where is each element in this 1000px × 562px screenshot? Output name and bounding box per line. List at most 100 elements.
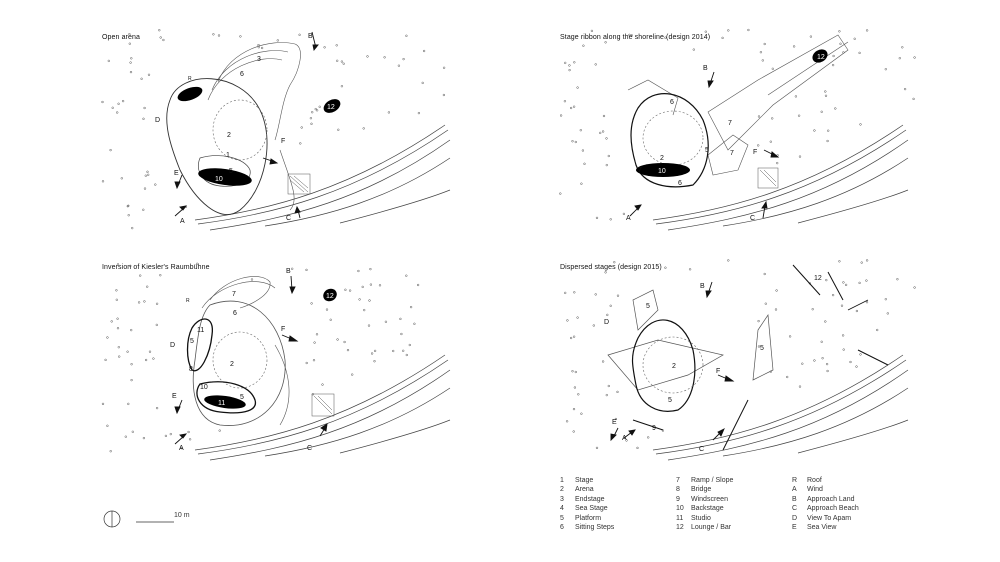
vegetation-dot: [311, 111, 314, 114]
vegetation-dot: [581, 149, 585, 152]
vegetation-dot: [337, 128, 340, 131]
label-10: 10: [215, 176, 223, 183]
vegetation-dot: [771, 67, 774, 70]
lounge-black: [323, 288, 337, 302]
vegetation-dot: [595, 216, 599, 220]
label-C: C: [699, 446, 704, 453]
vegetation-dot: [313, 341, 316, 344]
arena-outline: [631, 319, 704, 412]
vegetation-dot: [291, 267, 294, 270]
label-3: 3: [257, 56, 261, 63]
vegetation-dot: [117, 102, 120, 105]
vegetation-dot: [747, 28, 750, 32]
windscreens: [632, 399, 749, 451]
vegetation-dot: [614, 417, 618, 421]
vegetation-dot: [628, 33, 631, 37]
vegetation-dot: [212, 33, 215, 36]
label-7b: 7: [730, 150, 734, 157]
vegetation-dot: [348, 289, 352, 292]
vegetation-dot: [824, 94, 828, 97]
vegetation-dot: [142, 436, 146, 440]
vegetation-dot: [568, 64, 571, 67]
vegetation-dot: [146, 170, 149, 173]
vegetation-dot: [131, 430, 134, 433]
vegetation-dot: [315, 333, 319, 336]
vegetation-dot: [776, 161, 779, 165]
label-7a: 7: [728, 120, 732, 127]
vegetation-dot: [594, 63, 597, 66]
vegetation-dot: [162, 38, 165, 42]
vegetation-dot: [399, 317, 402, 321]
label-C: C: [307, 445, 312, 452]
plan-stage-ribbon: 12 6 7 7 5 2 7 10 6 B F A C: [559, 28, 916, 231]
label-11b: 11: [218, 400, 225, 407]
plan-open-arena: 3 6 2 1 5 10 12 D E A F B C R: [101, 29, 451, 231]
vegetation-dots: [101, 262, 420, 453]
vegetation-dot: [573, 386, 577, 389]
vegetation-dot: [362, 127, 365, 130]
vegetation-dot: [583, 162, 586, 165]
vegetation-dot: [321, 383, 324, 386]
vegetation-dot: [594, 293, 597, 296]
vegetation-dot: [116, 111, 119, 114]
vegetation-dot: [146, 285, 149, 288]
vegetation-dot: [599, 131, 602, 135]
vegetation-dot: [314, 107, 317, 111]
vegetation-dot: [688, 268, 692, 271]
vegetation-dot: [409, 305, 413, 309]
vegetation-dot: [884, 298, 887, 301]
vegetation-dot: [115, 298, 118, 301]
vegetation-dot: [336, 338, 339, 341]
vegetation-dot: [786, 375, 789, 379]
vegetation-dot: [143, 300, 146, 303]
label-6b: 6: [678, 180, 682, 187]
vegetation-dot: [884, 68, 887, 71]
vegetation-dot: [590, 29, 594, 33]
vegetation-dot: [574, 140, 577, 144]
vegetation-dot: [250, 278, 254, 281]
vegetation-dot: [158, 29, 161, 32]
vegetation-dot: [239, 35, 242, 38]
vegetation-dot: [616, 294, 620, 297]
vegetation-dot: [769, 140, 772, 143]
vegetation-dot: [142, 117, 145, 120]
shoreline: [194, 124, 451, 231]
vegetation-dot: [704, 30, 707, 33]
vegetation-dot: [152, 357, 155, 360]
label-B: B: [308, 33, 313, 40]
vegetation-dot: [564, 291, 567, 295]
label-6: 6: [670, 99, 674, 106]
vegetation-dot: [613, 261, 616, 264]
label-2: 2: [672, 363, 676, 370]
vegetation-dot: [217, 34, 221, 37]
label-2: 2: [227, 132, 231, 139]
vegetation-dot: [106, 424, 109, 427]
vegetation-dot: [831, 63, 835, 67]
vegetation-dot: [335, 44, 338, 47]
vegetation-dot: [116, 327, 120, 330]
vegetation-dot: [853, 37, 856, 40]
vegetation-dot: [127, 214, 130, 217]
vegetation-dot: [373, 360, 376, 363]
vegetation-dot: [604, 271, 607, 274]
vegetation-dot: [913, 56, 916, 59]
label-10: 10: [658, 168, 666, 175]
vegetation-dot: [568, 68, 571, 72]
vegetation-dot: [346, 348, 350, 352]
vegetation-dot: [834, 107, 837, 110]
vegetation-dot: [727, 29, 730, 32]
vegetation-dot: [366, 55, 369, 58]
vegetation-dot: [312, 359, 316, 362]
vegetation-dot: [416, 283, 420, 287]
label-6: 6: [233, 310, 237, 317]
vegetation-dot: [859, 353, 862, 356]
vegetation-dot: [801, 362, 804, 365]
label-F: F: [716, 368, 720, 375]
label-D: D: [170, 342, 175, 349]
vegetation-dot: [727, 259, 730, 262]
vegetation-dot: [187, 430, 190, 434]
